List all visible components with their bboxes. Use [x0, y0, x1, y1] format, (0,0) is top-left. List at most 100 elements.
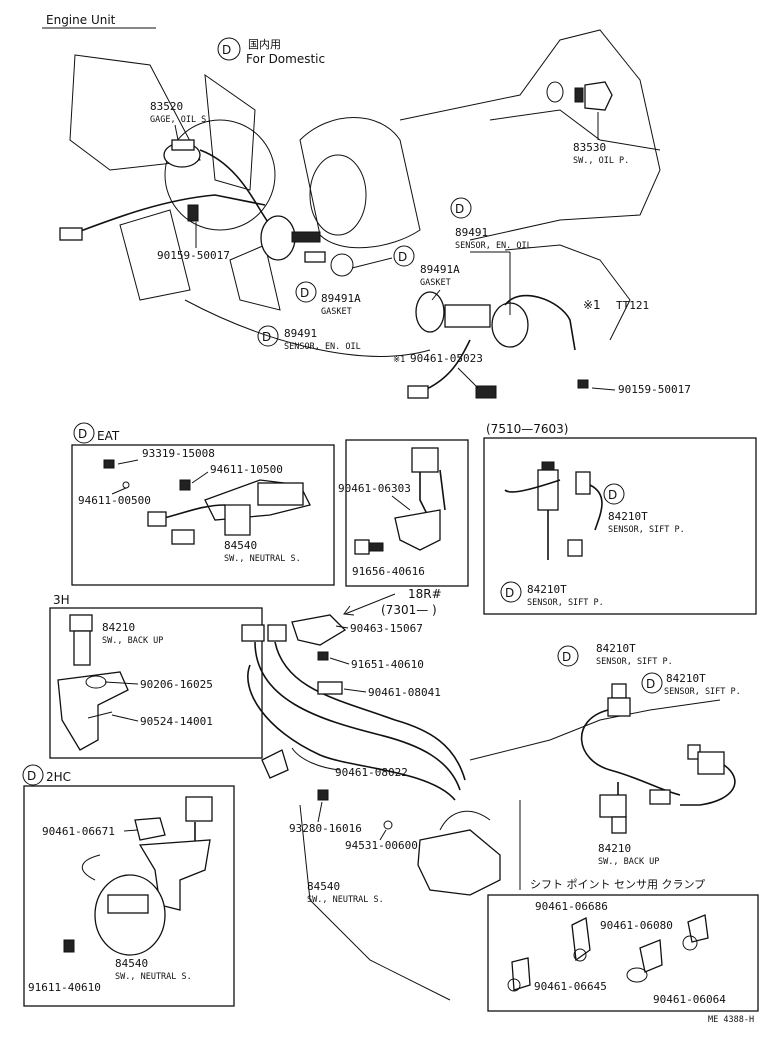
svg-text:84540: 84540 [224, 539, 257, 552]
d-mark-icon [217, 37, 241, 61]
svg-text:91611-40610: 91611-40610 [28, 981, 101, 994]
svg-text:89491A: 89491A [420, 263, 460, 276]
svg-text:2HC: 2HC [46, 770, 71, 784]
svg-text:SENSOR, SIFT P.: SENSOR, SIFT P. [527, 598, 604, 608]
section-eat: D EAT 93319-15008 94611-10500 94611-0050… [71, 422, 335, 586]
svg-text:D: D [78, 427, 87, 441]
svg-text:84540: 84540 [307, 880, 340, 893]
svg-text:83520: 83520 [150, 100, 183, 113]
svg-text:D: D [398, 250, 407, 264]
label-89491A-right: D 89491A GASKET [351, 245, 460, 301]
svg-text:91656-40616: 91656-40616 [352, 565, 425, 578]
svg-text:SW., BACK UP: SW., BACK UP [598, 857, 659, 867]
svg-text:94611-10500: 94611-10500 [210, 463, 283, 476]
labels-central: 90463-15067 91651-40610 90461-08041 9046… [289, 622, 441, 905]
svg-text:D: D [505, 586, 514, 600]
section-clamps: シフト ポイント センサ用 クランプ 90461-06686 90461-060… [487, 878, 759, 1012]
svg-text:90524-14001: 90524-14001 [140, 715, 213, 728]
svg-text:※1: ※1 [583, 298, 601, 312]
label-83530: 83530 SW., OIL P. [573, 112, 629, 166]
svg-text:EAT: EAT [97, 429, 120, 443]
svg-text:90461-08041: 90461-08041 [368, 686, 441, 699]
svg-text:D: D [608, 488, 617, 502]
svg-text:93280-16016: 93280-16016 [289, 822, 362, 835]
svg-text:GASKET: GASKET [321, 307, 352, 317]
svg-text:SENSOR, SIFT P.: SENSOR, SIFT P. [596, 657, 673, 667]
label-90461-05023: ※1 90461-05023 [393, 352, 483, 389]
svg-text:84210: 84210 [102, 621, 135, 634]
svg-text:90461-06671: 90461-06671 [42, 825, 115, 838]
svg-text:SW., BACK UP: SW., BACK UP [102, 636, 163, 646]
svg-text:(7510—7603): (7510—7603) [486, 422, 568, 436]
svg-text:SW., NEUTRAL S.: SW., NEUTRAL S. [115, 972, 192, 982]
svg-text:90461-06303: 90461-06303 [338, 482, 411, 495]
label-89491-bottom: D 89491 SENSOR, EN. OIL [257, 325, 361, 352]
label-83520: 83520 GAGE, OIL S. [150, 100, 211, 141]
svg-text:GASKET: GASKET [420, 278, 451, 288]
svg-text:90461-06064: 90461-06064 [653, 993, 726, 1006]
svg-text:D: D [455, 202, 464, 216]
label-tt121: ※1 TT121 [583, 298, 649, 312]
svg-text:93319-15008: 93319-15008 [142, 447, 215, 460]
svg-text:SENSOR, EN. OIL: SENSOR, EN. OIL [284, 342, 361, 352]
svg-text:(7301— ): (7301— ) [381, 603, 437, 617]
svg-text:90461-05023: 90461-05023 [410, 352, 483, 365]
svg-text:84210T: 84210T [596, 642, 636, 655]
svg-text:TT121: TT121 [616, 299, 649, 312]
svg-text:94611-00500: 94611-00500 [78, 494, 151, 507]
svg-text:D: D [222, 43, 231, 57]
svg-text:91651-40610: 91651-40610 [351, 658, 424, 671]
svg-text:90159-50017: 90159-50017 [618, 383, 691, 396]
svg-text:GAGE, OIL S.: GAGE, OIL S. [150, 115, 211, 125]
label-89491A-left: D 89491A GASKET [295, 281, 361, 317]
svg-text:SENSOR, SIFT P.: SENSOR, SIFT P. [664, 687, 741, 697]
svg-text:90159-50017: 90159-50017 [157, 249, 230, 262]
domestic-legend: D 国内用 For Domestic [217, 37, 325, 66]
label-89491-top: D 89491 SENSOR, EN. OIL [450, 197, 532, 315]
svg-text:18R#: 18R# [408, 587, 442, 601]
svg-text:89491A: 89491A [321, 292, 361, 305]
svg-text:89491: 89491 [284, 327, 317, 340]
footer-code: ME 4388-H [708, 1015, 754, 1025]
section-7510-7603: (7510—7603) D 84210T SENSOR, SIFT P. D 8… [483, 422, 757, 615]
svg-text:90206-16025: 90206-16025 [140, 678, 213, 691]
section-3h: 3H 84210 SW., BACK UP 90206-16025 90524-… [49, 593, 263, 759]
oil-switch-drawing [546, 81, 613, 111]
label-90159-a: 90159-50017 [157, 222, 230, 262]
svg-text:SW., NEUTRAL S.: SW., NEUTRAL S. [224, 554, 301, 564]
svg-text:83530: 83530 [573, 141, 606, 154]
diagram-title: Engine Unit [46, 13, 116, 27]
domestic-en: For Domestic [246, 52, 325, 66]
svg-text:90461-06645: 90461-06645 [534, 980, 607, 993]
svg-text:D: D [27, 769, 36, 783]
engine-drawing [69, 29, 661, 357]
svg-text:84210T: 84210T [527, 583, 567, 596]
section-18r: 18R# (7301— ) [343, 587, 442, 617]
svg-text:D: D [300, 286, 309, 300]
oil-sensor-drawing [407, 291, 589, 399]
domestic-jp: 国内用 [248, 37, 281, 51]
svg-text:※1: ※1 [393, 355, 405, 365]
label-90159-b: 90159-50017 [591, 383, 691, 396]
svg-text:D: D [262, 330, 271, 344]
svg-text:90461-06686: 90461-06686 [535, 900, 608, 913]
svg-text:SENSOR, SIFT P.: SENSOR, SIFT P. [608, 525, 685, 535]
svg-text:94531-00600: 94531-00600 [345, 839, 418, 852]
central-harness-drawing [241, 614, 721, 1001]
svg-text:D: D [646, 677, 655, 691]
svg-text:90461-06080: 90461-06080 [600, 919, 673, 932]
svg-text:シフト ポイント センサ用 クランプ: シフト ポイント センサ用 クランプ [530, 878, 705, 891]
right-sensors-drawing: D 84210T SENSOR, SIFT P. D 84210T SENSOR… [557, 642, 741, 867]
section-wire-clamp: 90461-06303 91656-40616 [338, 439, 469, 587]
svg-text:90461-08022: 90461-08022 [335, 766, 408, 779]
svg-text:89491: 89491 [455, 226, 488, 239]
svg-text:SW., OIL P.: SW., OIL P. [573, 156, 629, 166]
svg-text:84210T: 84210T [608, 510, 648, 523]
section-2hc: D 2HC 90461-06671 84540 SW., NEUTRAL S. … [22, 764, 235, 1007]
svg-text:D: D [562, 650, 571, 664]
svg-text:3H: 3H [53, 593, 70, 607]
svg-text:SENSOR, EN. OIL: SENSOR, EN. OIL [455, 241, 532, 251]
oil-gauge-drawing [59, 139, 354, 277]
svg-text:90463-15067: 90463-15067 [350, 622, 423, 635]
